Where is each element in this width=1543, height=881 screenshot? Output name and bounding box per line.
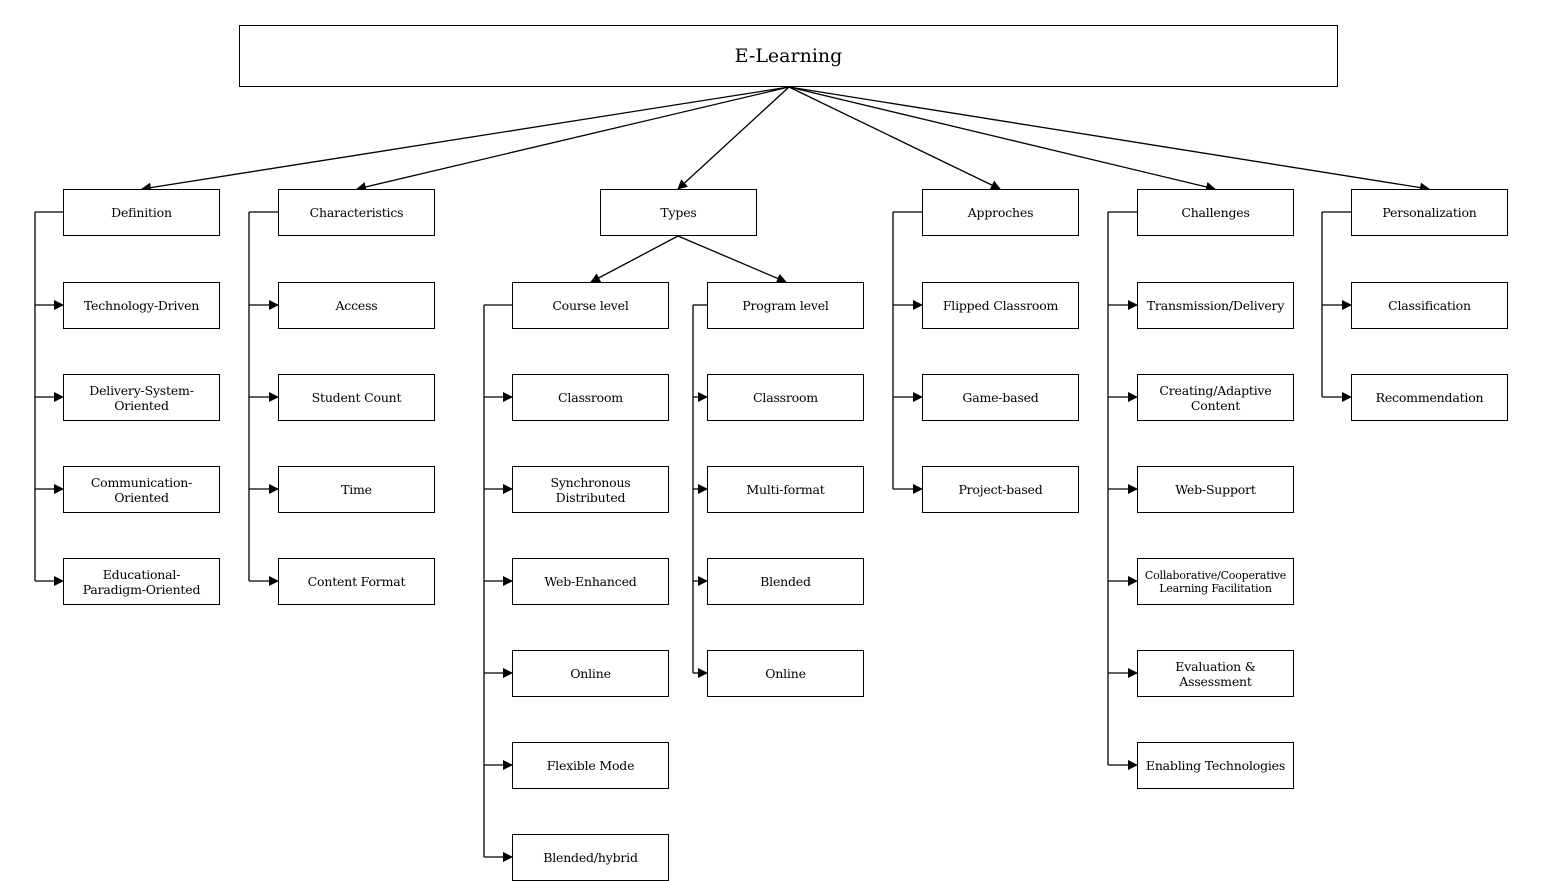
course-level-item: Blended/hybrid [512, 834, 669, 881]
characteristics-item: Access [278, 282, 435, 329]
definition-item: Communication-Oriented [63, 466, 220, 513]
challenges-node: Challenges [1137, 189, 1294, 236]
approaches-item: Game-based [922, 374, 1079, 421]
root-branch-arrow [788, 86, 1216, 192]
root-node: E-Learning [239, 25, 1338, 87]
root-branch-arrow [788, 86, 1001, 190]
approaches-item: Flipped Classroom [922, 282, 1079, 329]
personalization-item: Classification [1351, 282, 1508, 329]
course-level-item: Online [512, 650, 669, 697]
challenges-item: Transmission/Delivery [1137, 282, 1294, 329]
types-branch-arrow [590, 235, 679, 283]
definition-item: Delivery-System-Oriented [63, 374, 220, 421]
challenges-item: Enabling Technologies [1137, 742, 1294, 789]
program-level-item: Multi-format [707, 466, 864, 513]
course-level-item: Classroom [512, 374, 669, 421]
types-branch-arrow [677, 235, 787, 284]
challenges-item: Creating/Adaptive Content [1137, 374, 1294, 421]
characteristics-node: Characteristics [278, 189, 435, 236]
course-level-item: Web-Enhanced [512, 558, 669, 605]
program-level-item: Online [707, 650, 864, 697]
definition-item: Technology-Driven [63, 282, 220, 329]
characteristics-item: Student Count [278, 374, 435, 421]
root-branch-arrow [356, 86, 790, 192]
types-node: Types [600, 189, 757, 236]
root-branch-arrow [788, 86, 1430, 193]
course-level-node: Course level [512, 282, 669, 329]
challenges-item: Web-Support [1137, 466, 1294, 513]
program-level-item: Blended [707, 558, 864, 605]
personalization-node: Personalization [1351, 189, 1508, 236]
challenges-item: Collaborative/Cooperative Learning Facil… [1137, 558, 1294, 605]
root-branch-arrow [141, 86, 790, 193]
root-branch-arrow [677, 86, 790, 190]
characteristics-item: Time [278, 466, 435, 513]
characteristics-item: Content Format [278, 558, 435, 605]
definition-node: Definition [63, 189, 220, 236]
approaches-item: Project-based [922, 466, 1079, 513]
course-level-item: Flexible Mode [512, 742, 669, 789]
course-level-item: Synchronous Distributed [512, 466, 669, 513]
approaches-node: Approches [922, 189, 1079, 236]
personalization-item: Recommendation [1351, 374, 1508, 421]
definition-item: Educational-Paradigm-Oriented [63, 558, 220, 605]
challenges-item: Evaluation & Assessment [1137, 650, 1294, 697]
program-level-node: Program level [707, 282, 864, 329]
program-level-item: Classroom [707, 374, 864, 421]
